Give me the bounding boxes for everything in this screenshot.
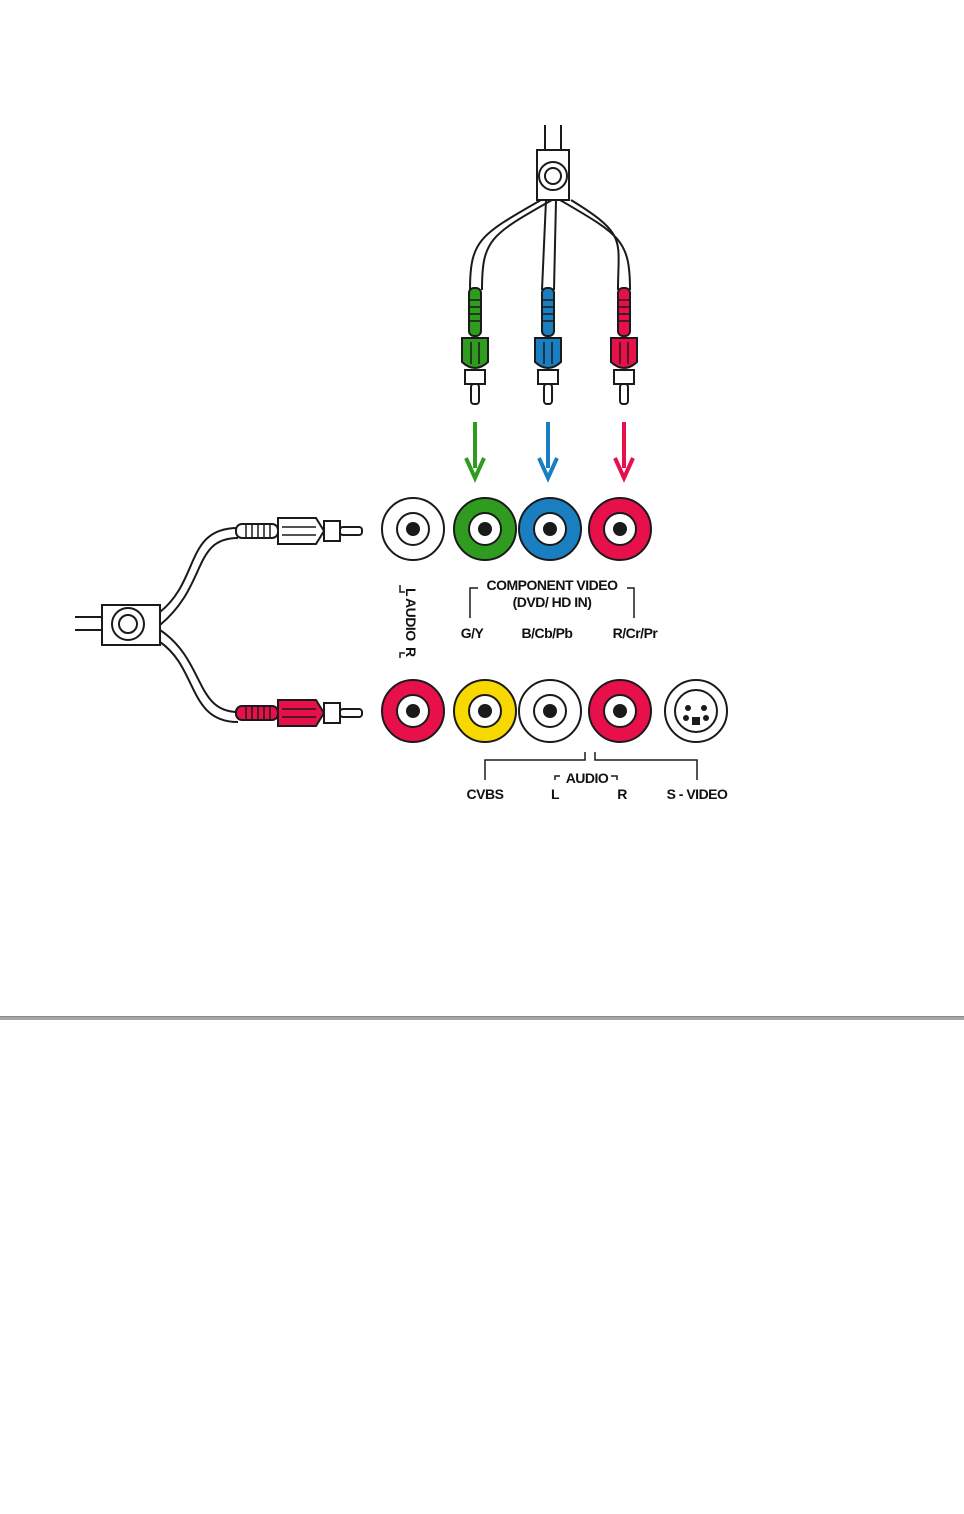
component-video-label: COMPONENT VIDEO (487, 577, 619, 593)
b-cb-pb-label: B/Cb/Pb (522, 625, 573, 641)
connection-diagram: COMPONENT VIDEO (DVD/ HD IN) G/Y B/Cb/Pb… (0, 0, 964, 1000)
rca-jack-icon (454, 680, 516, 742)
cable-splitter-icon (537, 150, 569, 200)
rca-jack-icon (382, 498, 444, 560)
r-cr-pr-label: R/Cr/Pr (613, 625, 659, 641)
g-y-label: G/Y (461, 625, 485, 641)
audio-bottom-r-label: R (617, 786, 627, 802)
cable-splitter-icon (102, 605, 160, 645)
audio-top-label: AUDIO (403, 598, 419, 641)
audio-top-r-label: R (403, 647, 419, 657)
dvd-hd-in-label: (DVD/ HD IN) (513, 594, 592, 610)
rca-jack-icon (589, 498, 651, 560)
arrow-down-icon (539, 422, 557, 478)
arrow-down-icon (615, 422, 633, 478)
rca-plug-icon (611, 288, 637, 404)
audio-top-l-label: L (403, 588, 419, 597)
audio-bottom-label: AUDIO (566, 770, 609, 786)
rca-plug-icon (535, 288, 561, 404)
horizontal-divider (0, 1016, 964, 1020)
s-video-label: S - VIDEO (667, 786, 728, 802)
rca-jack-icon (519, 680, 581, 742)
rca-plug-icon (236, 518, 362, 544)
rca-plug-icon (236, 700, 362, 726)
rca-plug-icon (462, 288, 488, 404)
rca-jack-icon (589, 680, 651, 742)
cvbs-label: CVBS (467, 786, 504, 802)
rca-jack-icon (454, 498, 516, 560)
rca-jack-icon (382, 680, 444, 742)
audio-bottom-l-label: L (551, 786, 560, 802)
s-video-jack-icon (665, 680, 727, 742)
arrow-down-icon (466, 422, 484, 478)
rca-jack-icon (519, 498, 581, 560)
